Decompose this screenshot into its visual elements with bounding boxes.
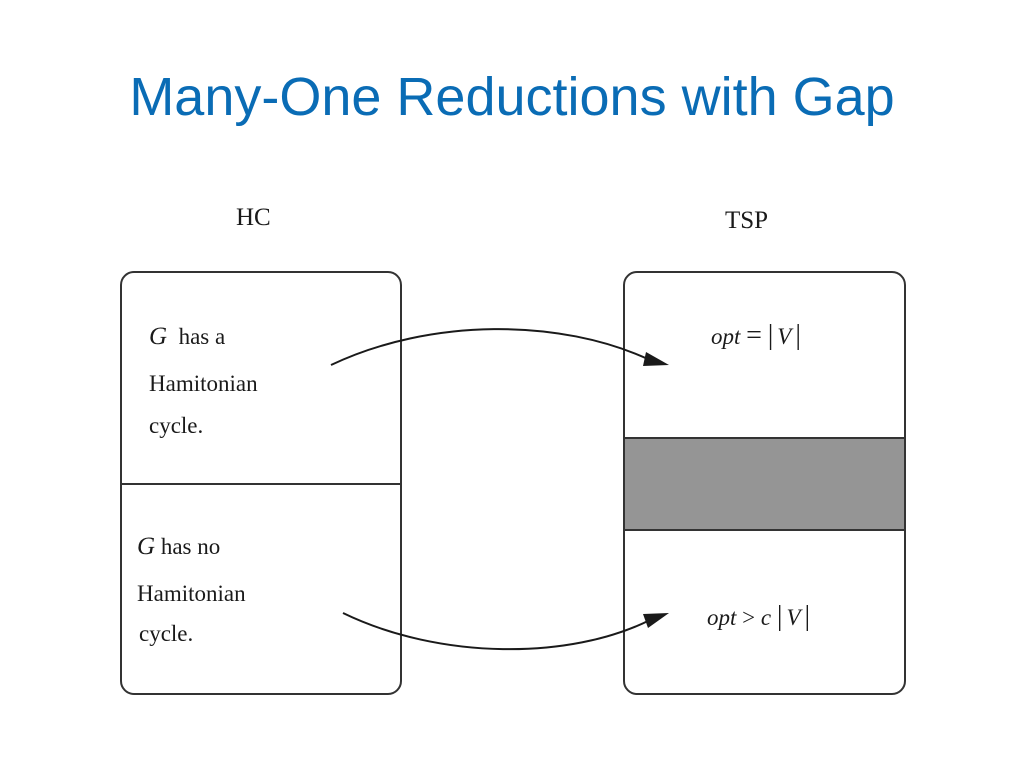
tsp-yes-op: = xyxy=(746,320,762,351)
tsp-heading: TSP xyxy=(725,207,769,234)
hc-no-line1: G has no xyxy=(137,533,220,561)
hc-yes-line1: G has a xyxy=(149,323,225,351)
tsp-yes-var: V xyxy=(777,324,792,349)
hc-divider xyxy=(122,483,400,485)
hc-heading: HC xyxy=(236,204,271,231)
hc-box: G has a Hamitonian cycle. G has no Hamit… xyxy=(120,271,402,695)
slide-title: Many-One Reductions with Gap xyxy=(129,67,895,127)
hc-yes-line3: cycle. xyxy=(149,413,204,438)
tsp-yes-bar-left: | xyxy=(767,320,774,351)
tsp-no-bar-left: | xyxy=(776,601,783,632)
hc-yes-line2: Hamitonian xyxy=(149,371,258,396)
tsp-no-op: > xyxy=(742,605,756,630)
tsp-yes-expression: opt = |V| xyxy=(711,322,801,351)
tsp-box: opt = |V| opt > c |V| xyxy=(623,271,906,695)
gap-band xyxy=(625,437,904,531)
tsp-no-var: V xyxy=(786,605,801,630)
tsp-no-expression: opt > c |V| xyxy=(707,603,810,632)
tsp-yes-bar-right: | xyxy=(795,320,801,351)
tsp-yes-lhs: opt xyxy=(711,324,741,349)
tsp-no-coef: c xyxy=(760,605,772,630)
hc-no-line2: Hamitonian xyxy=(137,581,246,606)
hc-yes-line1-text: has a xyxy=(178,324,226,349)
tsp-no-lhs: opt xyxy=(707,605,737,630)
hc-no-line1-text: has no xyxy=(160,534,221,559)
hc-no-var: G xyxy=(137,533,156,560)
hc-no-line3: cycle. xyxy=(139,621,194,646)
tsp-no-bar-right: | xyxy=(804,601,811,632)
hc-yes-var: G xyxy=(149,323,168,350)
